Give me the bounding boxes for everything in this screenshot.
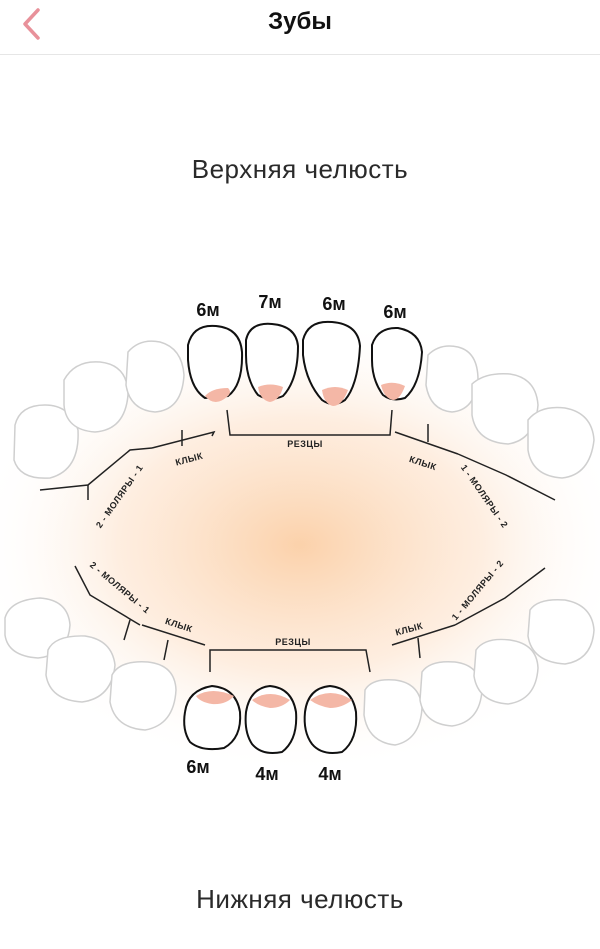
lower-incisors-label: РЕЗЦЫ [275, 637, 311, 647]
page-title: Зубы [268, 8, 332, 35]
app-header: Зубы [0, 0, 600, 55]
chevron-left-icon [23, 8, 40, 40]
upper-molars-left [13, 340, 185, 479]
upper-age-1: 6м [196, 300, 219, 320]
upper-front-teeth [187, 320, 424, 406]
lower-age-2: 4м [255, 764, 278, 784]
upper-age-4: 6м [383, 302, 406, 322]
back-button[interactable] [12, 4, 52, 44]
upper-age-2: 7м [258, 292, 281, 312]
upper-jaw-title: Верхняя челюсть [191, 154, 409, 184]
upper-brackets [39, 409, 556, 501]
mouth-glow [0, 315, 600, 775]
lower-jaw-title: Нижняя челюсть [196, 884, 404, 914]
upper-molars-right [425, 345, 595, 479]
upper-age-3: 6м [322, 294, 345, 314]
lower-front-teeth [183, 684, 358, 754]
lower-molars-right [363, 598, 595, 746]
lower-age-3: 4м [318, 764, 341, 784]
lower-brackets [74, 565, 546, 673]
upper-incisors-label: РЕЗЦЫ [287, 439, 323, 449]
lower-molars-left [4, 597, 177, 731]
lower-age-1: 6м [186, 757, 209, 777]
